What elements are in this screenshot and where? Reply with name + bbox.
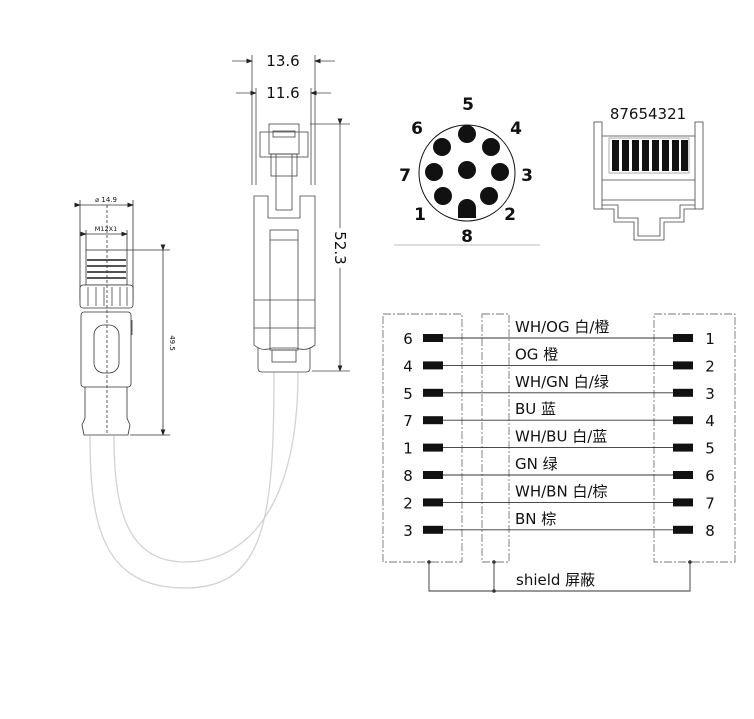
wire-row: 7 4 BU 蓝 (403, 400, 715, 430)
left-pin-pad (423, 334, 443, 342)
right-pin-number: 3 (705, 385, 715, 403)
m12-length-dimension: 49.5 (168, 335, 176, 351)
left-pin-pad (423, 361, 443, 370)
wire-row: 2 7 WH/BN 白/棕 (403, 482, 715, 512)
wire-color-label: GN 绿 (515, 455, 558, 473)
right-pin-pad (673, 388, 693, 397)
right-pin-pad (673, 334, 693, 342)
wire-color-label: WH/BN 白/棕 (515, 482, 608, 500)
pin-label-4: 4 (510, 119, 522, 139)
pin-label-5: 5 (462, 95, 474, 115)
left-pin-number: 8 (403, 467, 413, 485)
right-pin-pad (673, 361, 693, 370)
pin-label-7: 7 (399, 166, 411, 186)
right-pin-pad (673, 498, 693, 507)
left-pin-number: 2 (403, 494, 413, 512)
wire-row: 1 5 WH/BU 白/蓝 (403, 428, 715, 458)
pin-label-1: 1 (414, 205, 426, 225)
pin-label-6: 6 (411, 119, 423, 139)
left-pin-number: 3 (403, 522, 413, 540)
left-pin-number: 7 (403, 412, 413, 430)
wire-row: 3 8 BN 棕 (403, 510, 715, 540)
wire-color-label: WH/BU 白/蓝 (515, 428, 607, 446)
right-pin-number: 2 (705, 357, 715, 375)
left-pin-pad (423, 416, 443, 425)
m12-connector-side-view (74, 200, 170, 436)
left-pin-number: 4 (403, 357, 413, 375)
wire-color-label: WH/OG 白/橙 (515, 318, 609, 336)
left-pin-number: 6 (403, 330, 413, 348)
wire-color-label: BN 棕 (515, 510, 556, 528)
right-pin-number: 1 (705, 330, 715, 348)
diameter-dimension: ⌀ 14.9 (95, 196, 117, 204)
rj45-length-dimension: 52.3 (331, 231, 349, 264)
left-pin-pad (423, 498, 443, 507)
left-pin-pad (423, 443, 443, 452)
rj45-connector-side-view (232, 55, 350, 373)
pin-label-3: 3 (521, 166, 533, 186)
right-pin-number: 7 (705, 494, 715, 512)
pin-label-2: 2 (504, 205, 516, 225)
pin-label-8: 8 (461, 227, 473, 247)
left-pin-pad (423, 525, 443, 534)
wire-row: 8 6 GN 绿 (403, 455, 715, 485)
left-pin-number: 1 (403, 440, 413, 458)
left-pin-pad (423, 471, 443, 479)
wire-row: 5 3 WH/GN 白/绿 (403, 373, 715, 403)
m12-pin-face (394, 124, 540, 246)
right-pin-number: 6 (705, 467, 715, 485)
rj45-front-view (593, 121, 704, 241)
rj45-contact-order: 87654321 (610, 105, 686, 123)
left-pin-pad (423, 388, 443, 397)
rj45-outer-width-dimension: 13.6 (266, 52, 299, 70)
wire-color-label: WH/GN 白/绿 (515, 373, 609, 391)
thread-dimension: M12X1 (95, 225, 117, 233)
shield-label: shield 屏蔽 (516, 571, 595, 589)
right-pin-pad (673, 443, 693, 452)
cable (89, 371, 299, 589)
right-pin-number: 8 (705, 522, 715, 540)
wire-color-label: BU 蓝 (515, 400, 556, 418)
left-pin-number: 5 (403, 385, 413, 403)
rj45-inner-width-dimension: 11.6 (266, 84, 299, 102)
right-pin-number: 4 (705, 412, 715, 430)
right-pin-pad (673, 416, 693, 425)
wire-color-label: OG 橙 (515, 345, 558, 363)
right-pin-number: 5 (705, 440, 715, 458)
wire-row: 6 1 WH/OG 白/橙 (403, 318, 715, 348)
right-pin-pad (673, 471, 693, 479)
right-pin-pad (673, 525, 693, 534)
wire-row: 4 2 OG 橙 (403, 345, 715, 375)
